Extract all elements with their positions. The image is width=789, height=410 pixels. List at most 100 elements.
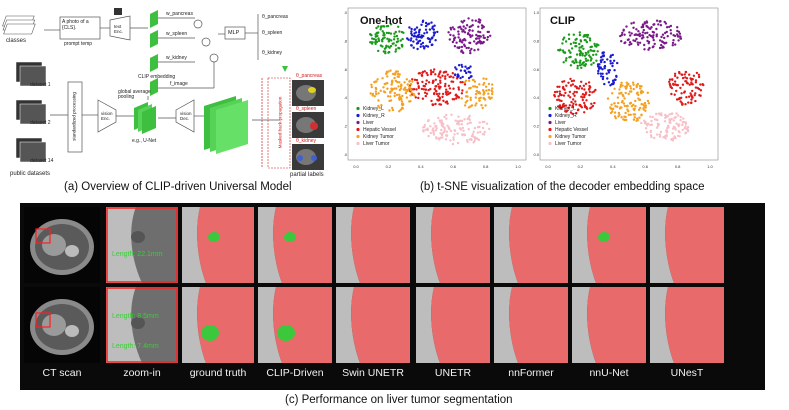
tsne-point	[375, 26, 378, 30]
tsne-point	[444, 70, 447, 74]
tsne-point	[429, 38, 432, 41]
tsne-point	[469, 65, 472, 68]
tsne-point	[629, 34, 632, 37]
tsne-point	[671, 44, 674, 47]
tsne-point	[569, 51, 572, 54]
unet-label: e.g., U-Net	[132, 138, 157, 144]
tsne-point	[469, 51, 472, 55]
ct-image	[572, 287, 646, 363]
tsne-point	[589, 45, 592, 49]
tsne-point	[391, 106, 394, 110]
tsne-point	[457, 64, 461, 67]
tsne-point	[617, 115, 620, 118]
tsne-xtick: 0.0	[353, 164, 359, 169]
tsne-point	[562, 38, 565, 41]
tsne-point	[432, 133, 436, 136]
tsne-point	[459, 81, 462, 84]
tsne-point	[571, 112, 574, 116]
tsne-point	[453, 28, 456, 31]
tsne-point	[564, 91, 567, 95]
gap-label: global average pooling	[118, 89, 151, 100]
legend-marker	[356, 127, 360, 132]
tsne-point	[660, 43, 663, 47]
tsne-point	[425, 31, 429, 34]
legend-label: Liver	[363, 120, 374, 126]
tsne-point	[488, 127, 491, 131]
tsne-point	[434, 102, 437, 106]
tsne-point	[391, 108, 395, 112]
tsne-point	[381, 30, 384, 33]
tsne-point	[434, 85, 437, 88]
tsne-point	[388, 50, 391, 54]
legend-marker	[356, 113, 360, 118]
tsne-point	[674, 128, 677, 131]
tsne-point	[416, 82, 420, 85]
tsne-point	[676, 84, 680, 87]
tsne-point	[643, 43, 646, 47]
tsne-point	[473, 137, 477, 141]
tsne-point	[445, 92, 448, 96]
tsne-point	[629, 113, 632, 117]
tsne-point	[466, 122, 469, 126]
tsne-point	[420, 87, 424, 91]
tsne-point	[410, 30, 413, 33]
tsne-point	[585, 99, 588, 102]
tsne-point	[422, 130, 425, 133]
tsne-point	[449, 139, 452, 142]
tsne-point	[623, 97, 626, 100]
tsne-point	[482, 25, 485, 29]
tsne-point	[442, 71, 445, 74]
tsne-point	[659, 24, 663, 27]
tsne-point	[668, 113, 671, 116]
tsne-point	[440, 119, 443, 122]
tsne-point	[655, 126, 659, 129]
tsne-point	[435, 127, 438, 130]
tsne-point	[390, 83, 393, 86]
tsne-point	[395, 34, 399, 38]
tsne-point	[675, 122, 678, 125]
tsne-xtick: 0.2	[386, 164, 392, 169]
tsne-point	[370, 83, 373, 87]
tsne-point	[462, 29, 465, 32]
tsne-point	[685, 96, 688, 99]
tsne-point	[611, 53, 614, 57]
tsne-point	[466, 140, 469, 144]
tsne-point	[381, 77, 384, 80]
tsne-point	[684, 80, 687, 83]
tsne-point	[482, 77, 485, 80]
tsne-point	[434, 129, 438, 132]
tsne-point	[446, 102, 449, 105]
tsne-point	[583, 54, 587, 57]
tsne-point	[670, 86, 674, 90]
tsne-point	[400, 100, 404, 103]
tsne-point	[676, 33, 679, 36]
tsne-point	[588, 37, 592, 40]
tsne-point	[401, 107, 404, 110]
standardized-box	[67, 81, 83, 153]
tsne-point	[666, 35, 669, 38]
tsne-point	[425, 71, 428, 75]
tsne-point	[576, 64, 579, 68]
tsne-point	[467, 32, 470, 35]
tsne-point	[475, 33, 478, 37]
tsne-point	[445, 130, 448, 133]
tsne-point	[617, 111, 621, 115]
legend-marker	[356, 106, 360, 111]
tsne-point	[580, 52, 583, 55]
tsne-point	[640, 89, 643, 93]
tsne-point	[391, 81, 394, 85]
tsne-point	[611, 92, 614, 95]
tsne-point	[483, 130, 486, 134]
legend-label: Liver Tumor	[363, 141, 390, 147]
tsne-point	[658, 135, 662, 138]
tsne-point	[635, 37, 638, 41]
tsne-point	[434, 125, 437, 128]
tsne-point	[609, 111, 613, 115]
tsne-point	[679, 119, 682, 122]
tsne-point	[415, 88, 418, 91]
tsne-point	[482, 40, 485, 44]
tsne-point	[421, 71, 424, 75]
tsne-point	[596, 50, 599, 53]
tsne-point	[426, 23, 429, 26]
tsne-point	[385, 72, 388, 76]
